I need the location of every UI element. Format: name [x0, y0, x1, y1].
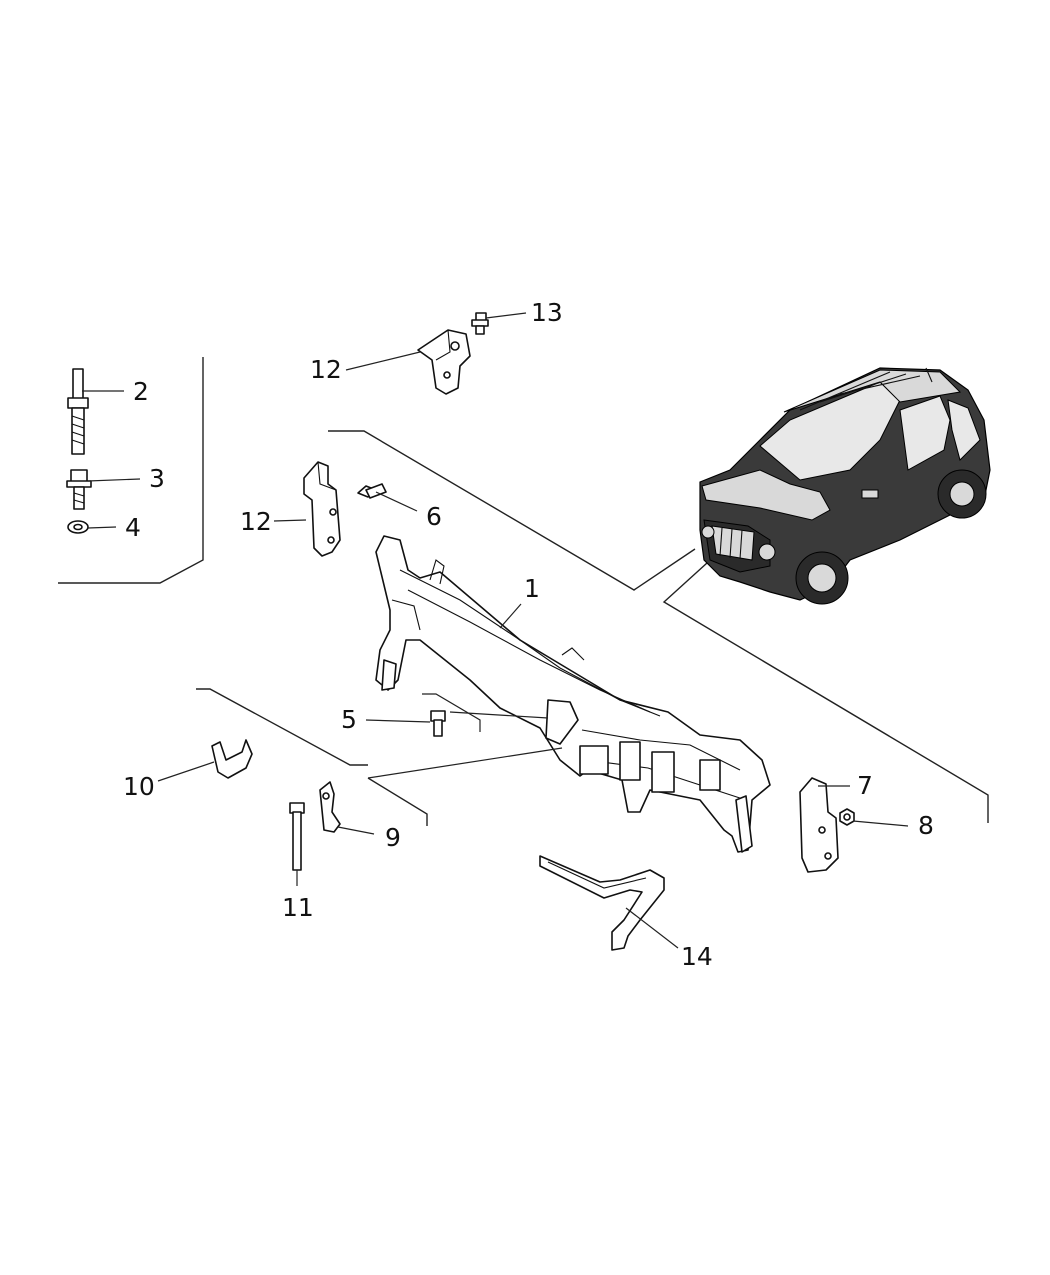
long-screw-icon	[289, 802, 305, 871]
bracket-group-box	[196, 688, 368, 766]
leader-lines	[82, 312, 909, 949]
callout-6: 6	[426, 502, 442, 531]
washer-icon	[67, 520, 89, 534]
callout-5: 5	[341, 705, 357, 734]
callout-1: 1	[524, 574, 540, 603]
long-bolt-icon	[67, 368, 89, 455]
callout-3: 3	[149, 464, 165, 493]
cross-car-beam-icon	[375, 535, 771, 853]
callout-2: 2	[133, 377, 149, 406]
callout-13: 13	[531, 298, 563, 327]
beam-group-box-right	[662, 562, 989, 823]
right-side-bracket-icon	[799, 777, 839, 873]
callout-12-upper: 12	[310, 355, 342, 384]
callout-14: 14	[681, 942, 713, 971]
callout-10: 10	[123, 772, 155, 801]
beam-group-box-top	[328, 430, 696, 591]
callout-12-left: 12	[240, 507, 272, 536]
callout-8: 8	[918, 811, 934, 840]
suv-vehicle-icon	[699, 367, 991, 605]
upper-bracket-icon	[417, 329, 471, 395]
hex-nut-icon	[839, 808, 855, 826]
callout-9: 9	[385, 823, 401, 852]
callout-7: 7	[857, 771, 873, 800]
side-bracket-icon	[303, 461, 341, 557]
clip-bolt-icon	[430, 710, 446, 737]
bracket-group-box-lower	[367, 777, 428, 826]
callouts: 1 2 3 4 5 6 7 8 9 10 11 12 12 13 14	[123, 298, 934, 971]
support-brace-icon	[539, 855, 665, 951]
small-bracket-icon	[319, 781, 341, 833]
hex-bolt-icon	[357, 483, 387, 499]
small-bolt-icon	[471, 312, 489, 335]
flange-bolt-icon	[66, 469, 92, 510]
angle-bracket-icon	[211, 739, 253, 779]
callout-11: 11	[282, 893, 314, 922]
fastener-group-box	[58, 357, 204, 584]
callout-4: 4	[125, 513, 141, 542]
